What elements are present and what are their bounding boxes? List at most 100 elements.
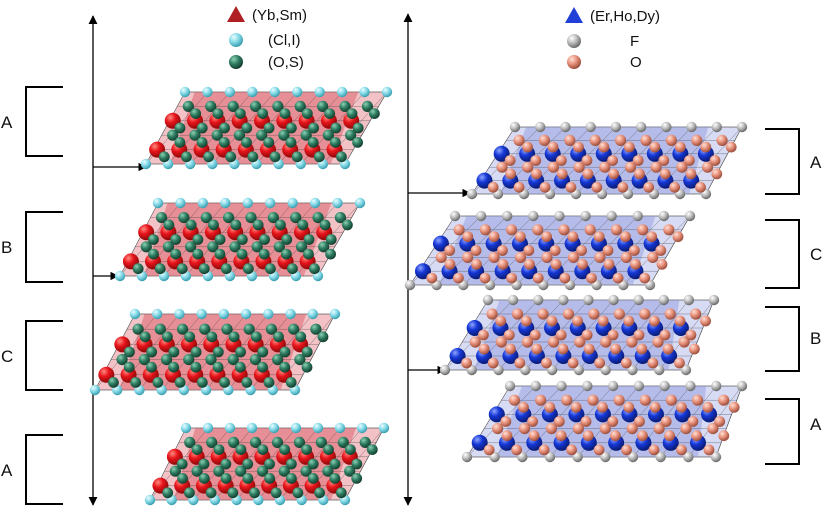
left-layer-1-anion-atom bbox=[263, 122, 275, 134]
right-layer-3-edge-atom bbox=[583, 294, 594, 306]
right-layer-3-anion-atom bbox=[541, 357, 552, 369]
bracket-left-2 bbox=[25, 211, 63, 283]
right-layer-3-anion-atom bbox=[469, 336, 481, 348]
right-layer-3-edge-atom bbox=[654, 364, 665, 376]
legend-item-o-s: (O,S) bbox=[229, 54, 304, 71]
left-layer-2-anion-atom bbox=[223, 212, 235, 224]
left-layer-1-anion-atom bbox=[241, 137, 252, 148]
right-layer-2-anion-atom bbox=[594, 251, 606, 263]
left-layer-1-anion-atom bbox=[181, 151, 192, 163]
right-layer-4-edge-atom bbox=[517, 451, 528, 463]
right-layer-4-anion-atom bbox=[714, 416, 726, 427]
right-layer-4-anion-atom bbox=[621, 444, 632, 456]
right-layer-3-anion-atom bbox=[537, 308, 549, 320]
left-layer-2-edge-atom bbox=[220, 197, 231, 209]
left-layer-4-anion-atom bbox=[359, 436, 371, 448]
right-layer-3-anion-atom bbox=[659, 329, 671, 341]
right-layer-4-edge-atom bbox=[627, 451, 639, 463]
bracket-right-4 bbox=[765, 398, 800, 465]
left-layer-2-anion-atom bbox=[170, 248, 182, 260]
right-layer-2-anion-atom bbox=[586, 272, 597, 284]
left-layer-2-anion-atom bbox=[258, 248, 270, 260]
right-layer-3-anion-atom bbox=[690, 308, 702, 320]
left-layer-2-anion-atom bbox=[309, 263, 320, 275]
right-layer-4-edge-atom bbox=[655, 451, 666, 463]
left-layer-3-anion-atom bbox=[310, 323, 322, 335]
left-layer-4-anion-atom bbox=[256, 465, 269, 477]
left-layer-2-anion-atom bbox=[303, 248, 314, 260]
left-layer-2-anion-atom bbox=[273, 241, 285, 253]
right-layer-2-mesh-line bbox=[649, 215, 691, 286]
right-layer-2-anion-atom bbox=[628, 245, 640, 256]
right-layer-4-anion-atom bbox=[687, 416, 699, 427]
right-layer-3-anion-atom bbox=[511, 308, 524, 320]
right-layer-4-edge-atom bbox=[461, 451, 473, 463]
right-layer-3-anion-atom bbox=[531, 343, 543, 355]
right-layer-4-anion-atom bbox=[582, 430, 594, 442]
right-layer-4-anion-atom bbox=[718, 394, 730, 406]
left-layer-3-anion-atom bbox=[295, 331, 307, 343]
left-layer-4-anion-atom bbox=[351, 473, 363, 484]
right-layer-4-anion-atom bbox=[676, 444, 687, 456]
right-layer-3-anion-atom bbox=[620, 357, 632, 369]
left-layer-3-anion-atom bbox=[257, 361, 268, 373]
left-layer-4-anion-atom bbox=[270, 487, 282, 499]
left-layer-3-anion-atom bbox=[183, 354, 195, 366]
left-label-3: C bbox=[1, 347, 13, 366]
blue-triangle-icon bbox=[565, 7, 583, 23]
left-layer-2-anion-atom bbox=[295, 241, 308, 253]
legend-label-o: O bbox=[630, 54, 642, 71]
right-layer-1-anion-atom bbox=[676, 161, 688, 173]
right-layer-3-anion-atom bbox=[685, 329, 697, 341]
left-layer-1-anion-atom bbox=[182, 100, 194, 112]
left-layer-1-anion-atom bbox=[196, 137, 208, 148]
right-layer-2-anion-atom bbox=[541, 251, 553, 263]
right-layer-2-edge-atom bbox=[658, 210, 670, 222]
left-layer-1-edge-atom bbox=[269, 86, 280, 98]
left-layer-4-anion-atom bbox=[307, 473, 319, 484]
left-layer-1 bbox=[140, 86, 393, 170]
left-layer-1-anion-atom bbox=[190, 108, 202, 119]
right-layer-4-edge-atom bbox=[633, 380, 645, 392]
right-layer-4-anion-atom bbox=[648, 444, 660, 456]
right-layer-1-anion-atom bbox=[701, 161, 714, 173]
bracket-left-1 bbox=[25, 86, 63, 157]
right-layer-1-anion-atom bbox=[599, 161, 611, 173]
left-layer-4-edge-atom bbox=[180, 422, 192, 434]
right-layer-2-anion-atom bbox=[577, 258, 588, 270]
legend-label-er-ho-dy: (Er,Ho,Dy) bbox=[590, 8, 660, 25]
left-layer-2-anion-atom bbox=[178, 212, 190, 224]
left-layer-1-edge-atom bbox=[336, 86, 348, 98]
left-layer-2-anion-atom bbox=[312, 212, 324, 224]
right-layer-3-anion-atom bbox=[581, 329, 593, 341]
right-layer-1-anion-atom bbox=[634, 168, 645, 180]
left-layer-1-anion-atom bbox=[345, 129, 357, 141]
right-layer-1-anion-atom bbox=[716, 134, 728, 146]
left-layer-2-anion-atom bbox=[259, 234, 270, 245]
right-layer-1-anion-atom bbox=[582, 168, 594, 180]
left-layer-2-anion-atom bbox=[275, 219, 286, 231]
left-layer-1-anion-atom bbox=[294, 100, 306, 112]
right-layer-3-anion-atom bbox=[607, 329, 619, 341]
left-layer-3-anion-atom bbox=[219, 377, 230, 388]
right-layer-3-edge-atom bbox=[558, 294, 569, 306]
right-layer-4-edge-atom bbox=[607, 380, 619, 392]
right-layer-3-anion-atom bbox=[588, 308, 600, 320]
left-layer-4-edge-atom bbox=[378, 422, 390, 434]
left-layer-2-anion-atom bbox=[229, 241, 241, 253]
right-layer-4-anion-atom bbox=[518, 401, 529, 413]
right-layer-4-anion-atom bbox=[707, 423, 719, 435]
right-layer-4-anion-atom bbox=[538, 444, 550, 456]
right-layer-3-edge-atom bbox=[708, 294, 720, 306]
left-layer-3-anion-atom bbox=[249, 354, 262, 366]
right-label-4: A bbox=[810, 415, 822, 434]
right-layer-3-edge-atom bbox=[658, 294, 669, 306]
right-layer-4-edge-atom bbox=[504, 380, 516, 392]
right-layer-4-edge-atom bbox=[556, 380, 567, 392]
left-layer-2-anion-atom bbox=[132, 263, 144, 275]
left-layer-3-mesh-line bbox=[294, 313, 336, 391]
left-layer-3-anion-atom bbox=[154, 323, 166, 335]
left-layer-3-anion-atom bbox=[162, 331, 173, 343]
right-layer-2-edge-atom bbox=[475, 210, 487, 222]
right-layer-2-anion-atom bbox=[444, 245, 456, 256]
